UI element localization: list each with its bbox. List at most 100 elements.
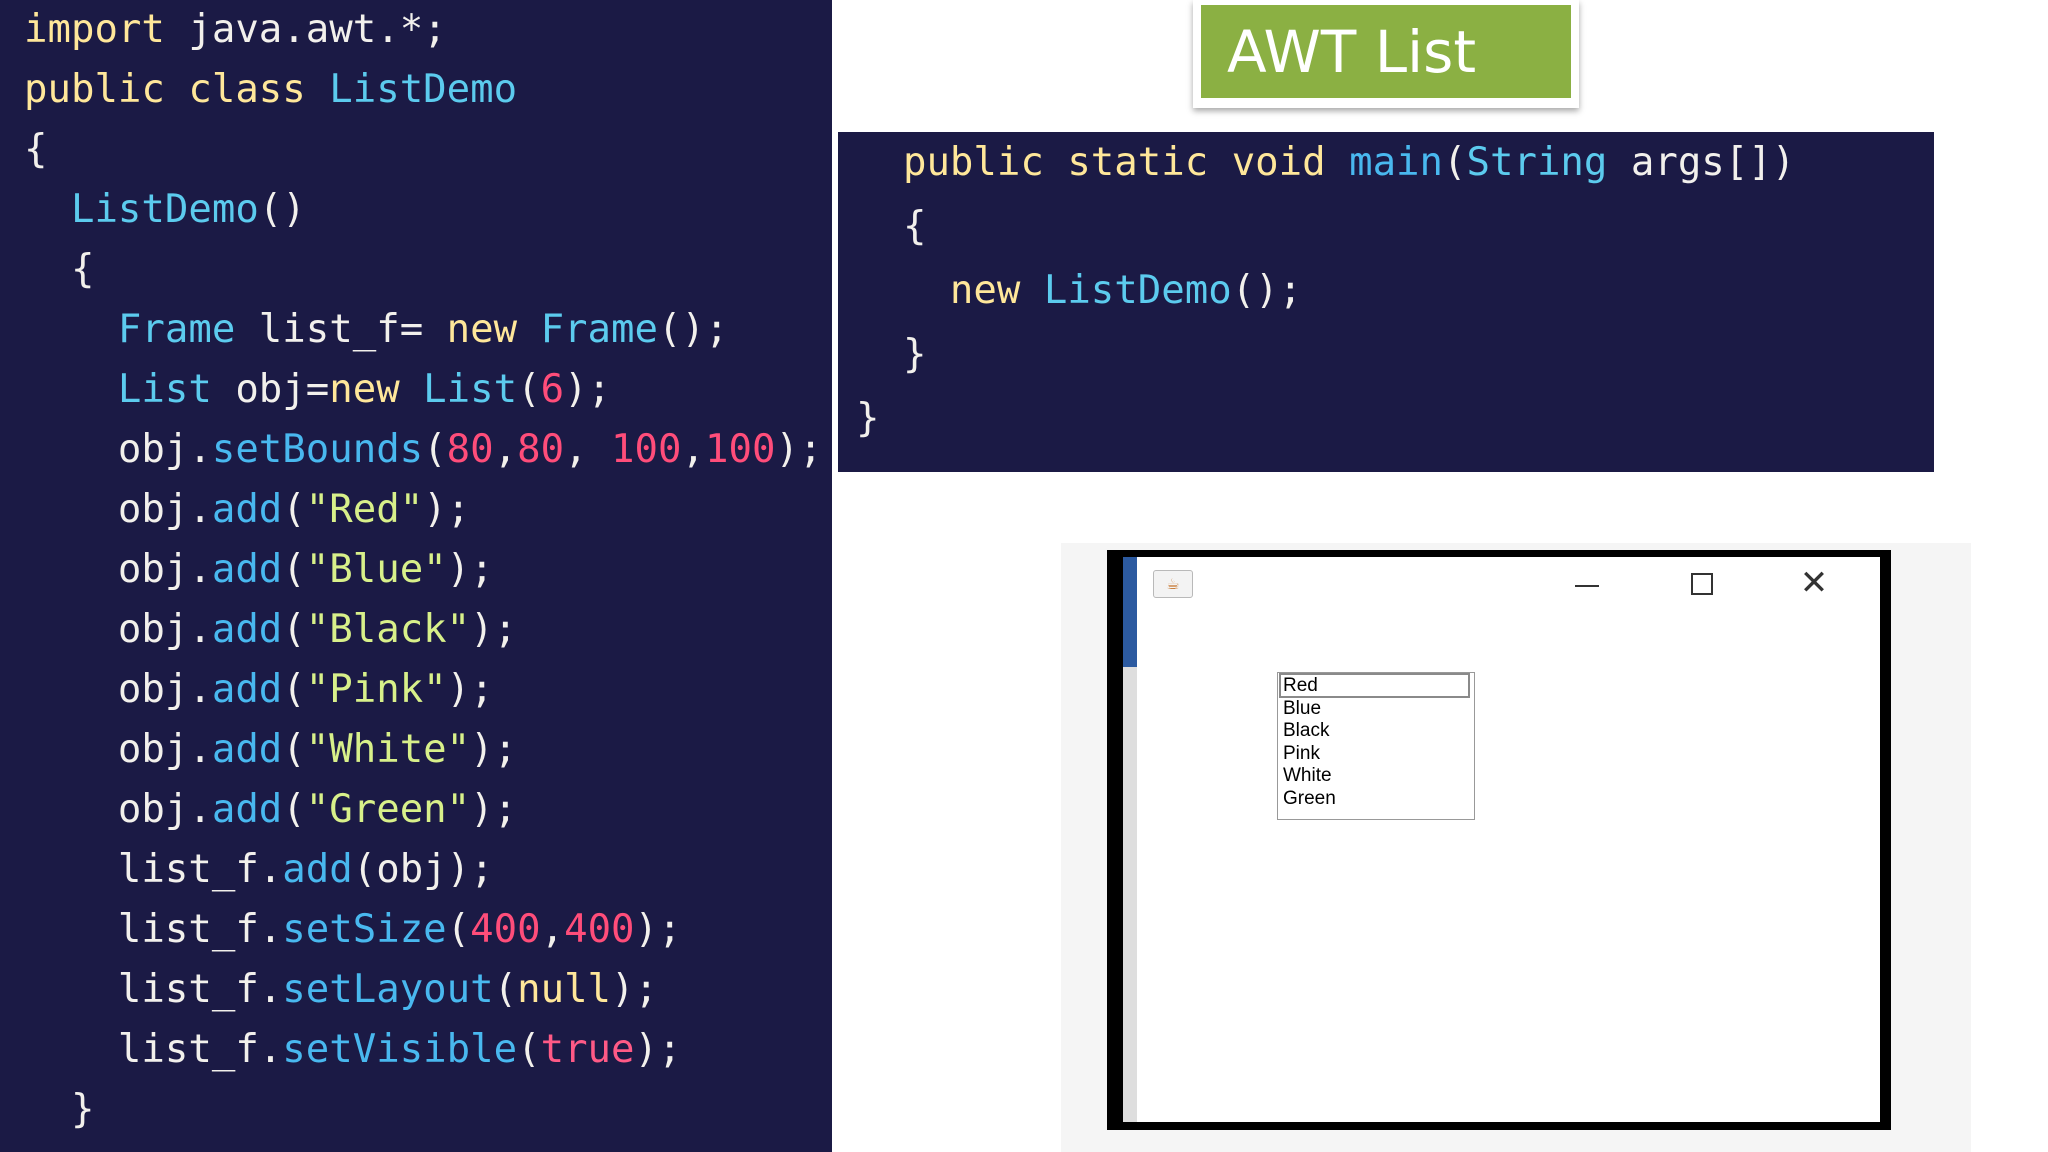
code-token: list_f. xyxy=(117,847,283,892)
code-token: } xyxy=(856,396,880,441)
code-token: (); xyxy=(1231,268,1303,313)
code-token: obj. xyxy=(117,607,212,652)
code-token: Frame xyxy=(540,307,658,352)
code-token xyxy=(24,187,71,232)
code-token: "Blue" xyxy=(305,547,447,592)
code-token: new xyxy=(446,307,541,352)
code-token: , xyxy=(540,907,565,952)
code-token: ListDemo xyxy=(1043,268,1232,313)
code-line: obj.add("Black"); xyxy=(24,605,517,655)
code-token: ); xyxy=(564,367,612,412)
code-token: "White" xyxy=(305,727,471,772)
code-token: 400 xyxy=(470,907,541,952)
code-line: import java.awt.*; xyxy=(24,5,447,55)
code-line: } xyxy=(24,1085,95,1135)
code-token: ); xyxy=(470,727,518,772)
code-token: 400 xyxy=(564,907,635,952)
code-token: ); xyxy=(423,487,471,532)
code-token: ( xyxy=(423,427,447,472)
code-token: "Green" xyxy=(305,787,471,832)
java-cup-icon[interactable]: ☕ xyxy=(1153,570,1193,598)
code-panel-listdemo-class: import java.awt.*; public class ListDemo {… xyxy=(0,0,832,1152)
list-item[interactable]: Black xyxy=(1283,720,1330,741)
code-token xyxy=(24,847,118,892)
code-token: , xyxy=(681,427,705,472)
code-token: ); xyxy=(634,907,682,952)
close-button[interactable]: ✕ xyxy=(1794,565,1834,601)
code-token xyxy=(24,907,118,952)
window-side-strip-accent xyxy=(1123,557,1137,667)
code-token xyxy=(24,427,118,472)
code-token: main xyxy=(1349,140,1444,185)
code-token: ); xyxy=(470,787,518,832)
code-line: obj.add("White"); xyxy=(24,725,517,775)
code-token: ); xyxy=(775,427,823,472)
code-token: ( xyxy=(282,607,306,652)
code-token xyxy=(24,367,118,412)
code-line: { xyxy=(856,202,927,252)
code-token: list_f= xyxy=(235,307,447,352)
code-token: ( xyxy=(282,667,306,712)
code-token: setSize xyxy=(282,907,447,952)
code-line: obj.add("Red"); xyxy=(24,485,470,535)
code-token: (obj); xyxy=(352,847,494,892)
code-line: obj.add("Green"); xyxy=(24,785,517,835)
code-token: { xyxy=(24,127,48,172)
code-token: ListDemo xyxy=(329,67,518,112)
code-token: "Black" xyxy=(305,607,471,652)
code-token xyxy=(24,1027,118,1072)
code-token: ( xyxy=(493,967,518,1012)
code-token: null xyxy=(517,967,612,1012)
code-token: obj. xyxy=(117,667,212,712)
code-token: setBounds xyxy=(211,427,424,472)
code-line: public class ListDemo xyxy=(24,65,517,115)
code-token: 80 xyxy=(446,427,494,472)
list-item[interactable]: Blue xyxy=(1283,697,1322,719)
minimize-button[interactable] xyxy=(1567,565,1607,601)
code-line: list_f.setSize(400,400); xyxy=(24,905,682,955)
list-item[interactable]: White xyxy=(1283,765,1332,786)
list-item[interactable]: Green xyxy=(1283,787,1336,809)
code-line: { xyxy=(24,245,95,295)
code-token: { xyxy=(856,204,927,249)
code-token: ( xyxy=(282,727,306,772)
code-token xyxy=(24,307,118,352)
code-token: obj. xyxy=(117,427,212,472)
code-token: new xyxy=(949,268,1044,313)
code-token: , xyxy=(564,427,612,472)
code-token xyxy=(24,667,118,712)
code-token: add xyxy=(211,607,283,652)
code-line: obj.add("Pink"); xyxy=(24,665,494,715)
code-token: 100 xyxy=(611,427,682,472)
code-token: ( xyxy=(1443,140,1467,185)
code-line: obj.setBounds(80,80, 100,100); xyxy=(24,425,822,475)
code-token xyxy=(856,140,903,185)
code-line: list_f.setVisible(true); xyxy=(24,1025,682,1075)
code-token: setVisible xyxy=(282,1027,518,1072)
code-token: 100 xyxy=(704,427,776,472)
code-token: import xyxy=(24,7,165,52)
code-token: ); xyxy=(634,1027,682,1072)
code-token xyxy=(24,727,118,772)
code-line: List obj=new List(6); xyxy=(24,365,611,415)
code-token: ); xyxy=(470,607,518,652)
maximize-button[interactable] xyxy=(1681,565,1721,601)
code-line: ListDemo() xyxy=(24,185,306,235)
code-token: ); xyxy=(446,667,494,712)
list-item[interactable]: Red xyxy=(1279,673,1470,698)
code-token xyxy=(24,547,118,592)
title-badge: AWT List xyxy=(1193,0,1579,108)
code-token: obj= xyxy=(211,367,330,412)
code-token: String xyxy=(1466,140,1608,185)
code-token: add xyxy=(211,547,283,592)
list-item[interactable]: Pink xyxy=(1283,742,1320,764)
code-token: args[]) xyxy=(1607,140,1796,185)
code-token: java.awt.*; xyxy=(164,7,447,52)
code-token: setLayout xyxy=(282,967,494,1012)
code-token: new xyxy=(329,367,424,412)
code-panel-main-method: public static void main(String args[]) {… xyxy=(838,132,1934,472)
code-token: 80 xyxy=(517,427,565,472)
